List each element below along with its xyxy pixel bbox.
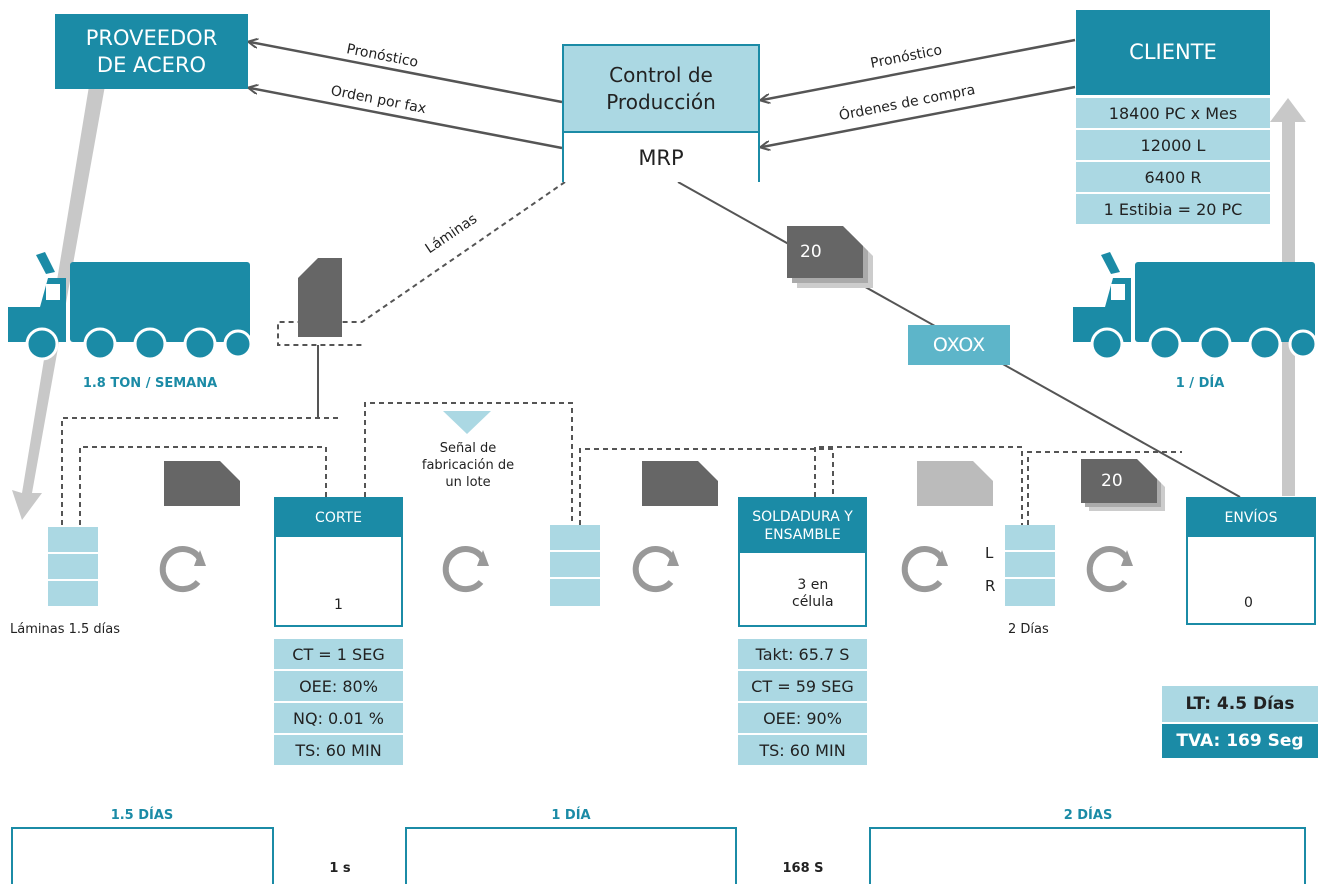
customer-box: CLIENTE xyxy=(1076,10,1270,95)
process-corte-operators: 1 xyxy=(334,597,343,613)
finished-inventory-label: 2 Días xyxy=(1008,622,1049,637)
timeline-wait-2: 1 DÍA xyxy=(551,808,591,823)
process-soldadura-data: Takt: 65.7 S CT = 59 SEG OEE: 90% TS: 60… xyxy=(738,639,867,767)
shipping-kanban-count: 20 xyxy=(1101,471,1123,491)
process-corte: CORTE 1 xyxy=(274,497,403,627)
process-envios-operators: 0 xyxy=(1244,595,1253,611)
cycle-arrow-icon-1 xyxy=(159,546,203,593)
customer-demand-l: 12000 L xyxy=(1076,130,1270,162)
supermarket-finished xyxy=(1005,525,1055,606)
cycle-arrow-icon-3 xyxy=(632,546,676,593)
cycle-arrow-icon-4 xyxy=(901,546,945,593)
finished-l-label: L xyxy=(985,544,994,562)
batch-signal-triangle xyxy=(443,411,491,434)
production-control-title-line2: Producción xyxy=(606,89,716,114)
customer-data-box: 18400 PC x Mes 12000 L 6400 R 1 Estibia … xyxy=(1076,98,1270,226)
leveling-box: OXOX xyxy=(908,325,1010,365)
batch-signal-dashed xyxy=(364,402,573,525)
production-control-box: Control de Producción MRP xyxy=(562,44,760,182)
withdrawal-kanban-2 xyxy=(642,461,718,506)
process-soldadura: SOLDADURA Y ENSAMBLE 3 en célula xyxy=(738,497,867,627)
summary-box: LT: 4.5 Días TVA: 169 Seg xyxy=(1162,686,1318,758)
order-to-supplier-line xyxy=(250,88,563,150)
sheet-kanban-icon xyxy=(298,258,342,337)
supplier-box: PROVEEDOR DE ACERO xyxy=(55,14,248,89)
orders-from-customer-line xyxy=(762,85,1076,147)
mrp-label: MRP xyxy=(564,131,758,182)
withdrawal-dashed-5 xyxy=(1027,451,1182,525)
timeline-line xyxy=(11,827,274,884)
timeline-process-2: 168 S xyxy=(782,861,824,876)
timeline-process-1: 1 s xyxy=(329,861,351,876)
customer-demand-r: 6400 R xyxy=(1076,162,1270,194)
supplier-label-line1: PROVEEDOR xyxy=(85,25,218,50)
timeline-wait-3: 2 DÍAS xyxy=(1063,808,1113,823)
withdrawal-dashed-1 xyxy=(61,417,340,525)
withdrawal-kanban-3 xyxy=(917,461,993,506)
shipping-kanban-card xyxy=(1081,459,1157,503)
customer-demand: 18400 PC x Mes xyxy=(1076,98,1270,130)
production-kanban-card xyxy=(787,226,863,278)
customer-delivery-frequency: 1 / DÍA xyxy=(1175,376,1225,391)
process-corte-title: CORTE xyxy=(276,499,401,537)
value-added-time: TVA: 169 Seg xyxy=(1162,724,1318,758)
batch-signal-label: Señal de fabricación de un lote xyxy=(421,441,515,490)
process-envios-title: ENVÍOS xyxy=(1188,499,1314,537)
sheets-signal-line xyxy=(277,181,566,346)
finished-r-label: R xyxy=(985,577,996,595)
lead-time: LT: 4.5 Días xyxy=(1162,686,1318,724)
raw-inventory-label: Láminas 1.5 días xyxy=(10,622,121,637)
withdrawal-dashed-3 xyxy=(579,448,834,525)
process-corte-data: CT = 1 SEG OEE: 80% NQ: 0.01 % TS: 60 MI… xyxy=(274,639,403,767)
production-kanban-count: 20 xyxy=(800,242,822,262)
supplier-truck-icon xyxy=(8,252,253,361)
withdrawal-dashed-2 xyxy=(79,446,327,525)
production-control-title-line1: Control de xyxy=(609,62,713,87)
forecast-from-customer-line xyxy=(762,38,1076,100)
cycle-arrow-icon-5 xyxy=(1086,546,1130,593)
customer-truck-icon xyxy=(1073,252,1318,361)
withdrawal-kanban-1 xyxy=(164,461,240,506)
forecast-to-supplier-line xyxy=(250,42,563,104)
timeline-wait-1: 1.5 DÍAS xyxy=(110,808,174,823)
process-soldadura-title: SOLDADURA Y ENSAMBLE xyxy=(740,499,865,553)
supplier-label-line2: DE ACERO xyxy=(96,52,207,77)
supermarket-raw xyxy=(48,525,98,606)
supplier-delivery-frequency: 1.8 TON / SEMANA xyxy=(82,376,218,391)
cycle-arrow-icon-2 xyxy=(442,546,486,593)
customer-pallet: 1 Estibia = 20 PC xyxy=(1076,194,1270,226)
withdrawal-dashed-4 xyxy=(814,446,1023,525)
process-soldadura-operators: 3 en célula xyxy=(792,577,834,610)
process-envios: ENVÍOS 0 xyxy=(1186,497,1316,625)
supermarket-wip xyxy=(550,525,600,606)
